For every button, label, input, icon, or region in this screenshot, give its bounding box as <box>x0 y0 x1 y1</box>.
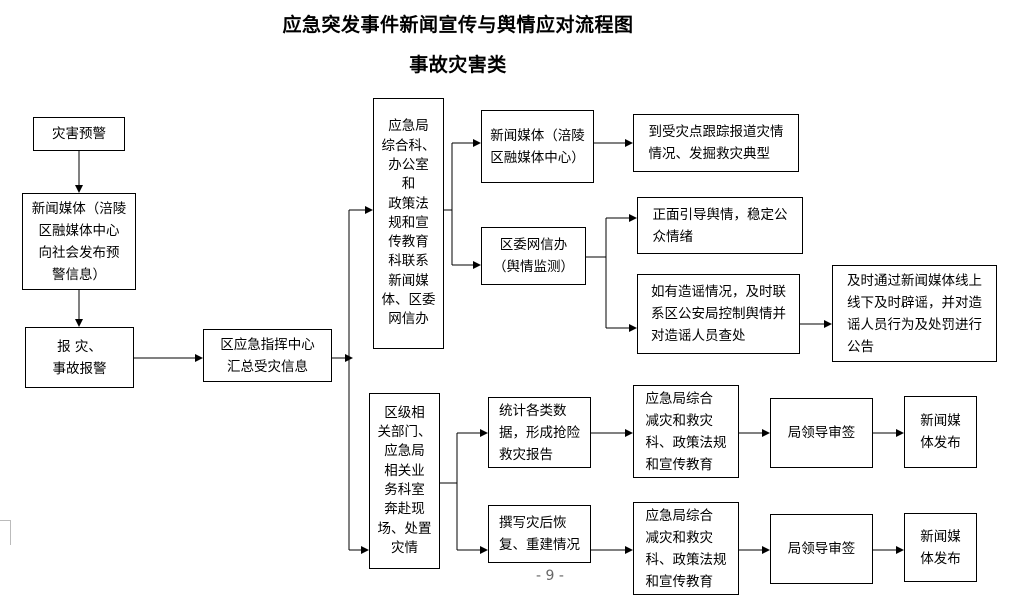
node-leader-sign-2: 局领导审签 <box>770 514 873 584</box>
node-departments: 区级相 关部门、 应急局 相关业 务科室 奔赴现 场、处置 灾情 <box>369 393 440 569</box>
node-recovery-report: 撰写灾后恢 复、重建情况 <box>488 505 591 563</box>
node-cyber-office: 区委网信办 （舆情监测） <box>481 227 586 285</box>
node-media-fuling: 新闻媒体（涪陵 区融媒体中心） <box>481 110 594 183</box>
node-leader-sign-1: 局领导审签 <box>770 398 873 468</box>
node-media-warning: 新闻媒体（涪陵 区融媒体中心 向社会发布预 警信息） <box>22 193 136 290</box>
node-warning: 灾害预警 <box>33 117 125 151</box>
node-report-scene: 到受灾点跟踪报道灾情 情况、发掘救灾典型 <box>633 114 799 172</box>
node-bureau-dept-2: 应急局综合 减灾和救灾 科、政策法规 和宣传教育 <box>633 502 739 595</box>
node-news-release-1: 新闻媒 体发布 <box>904 396 977 468</box>
diagram-title: 应急突发事件新闻宣传与舆情应对流程图 <box>282 14 634 36</box>
node-bureau-dept-1: 应急局综合 减灾和救灾 科、政策法规 和宣传教育 <box>633 385 739 478</box>
node-command-center: 区应急指挥中心 汇总受灾信息 <box>203 329 332 382</box>
node-news-release-2: 新闻媒 体发布 <box>904 513 977 582</box>
node-refute-rumor: 及时通过新闻媒体线上 线下及时辟谣，并对造 谣人员行为及处罚进行 公告 <box>832 265 997 362</box>
node-guide-opinion: 正面引导舆情，稳定公 众情绪 <box>637 197 803 254</box>
node-bureau-offices: 应急局 综合科、 办公室 和 政策法 规和宣 传教育 科联系 新闻媒 体、区委 … <box>373 98 444 349</box>
diagram-subtitle: 事故灾害类 <box>409 54 507 76</box>
node-report: 报 灾、 事故报警 <box>25 327 134 388</box>
node-rumor-control: 如有造谣情况，及时联 系区公安局控制舆情并 对造谣人员查处 <box>637 274 800 354</box>
page-corner-mark <box>0 520 11 545</box>
node-stats-report: 统计各类数 据，形成抢险 救灾报告 <box>488 397 591 468</box>
page-number: - 9 - <box>536 568 564 584</box>
